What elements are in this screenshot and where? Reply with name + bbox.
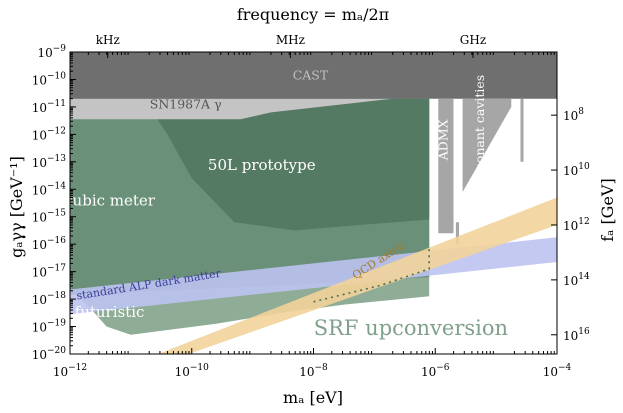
right-axis-label: fₐ [GeV] <box>598 178 617 241</box>
y-tick-label: 10−11 <box>32 99 66 115</box>
y-tick-label-base: 10 <box>32 156 47 170</box>
x-tick-label-exponent: −10 <box>190 363 209 373</box>
y-tick-label-exponent: −19 <box>47 319 66 329</box>
right-tick-label-base: 10 <box>563 329 578 343</box>
cast-label: CAST <box>293 67 329 82</box>
right-tick-label-exponent: 14 <box>578 272 590 282</box>
x-tick-label-base: 10 <box>543 365 558 379</box>
right-tick-label: 1016 <box>563 327 590 343</box>
x-tick-label: 10−6 <box>421 363 450 379</box>
right-tick-label-base: 10 <box>563 164 578 178</box>
y-tick-label-base: 10 <box>32 293 47 307</box>
y-tick-label-exponent: −20 <box>47 346 66 356</box>
y-tick-label-base: 10 <box>32 128 47 142</box>
y-tick-label-exponent: −10 <box>47 71 66 81</box>
y-tick-label-base: 10 <box>32 348 47 362</box>
y-tick-label-exponent: −18 <box>47 291 66 301</box>
y-tick-label: 10−12 <box>32 126 66 142</box>
cavity-line-region <box>520 98 524 162</box>
x-tick-label-exponent: −4 <box>558 363 572 373</box>
exclusion-regions <box>70 52 557 335</box>
sn1987a-region <box>70 98 393 120</box>
srf-upconversion-annotation: SRF upconversion <box>314 316 508 340</box>
right-tick-label-base: 10 <box>563 274 578 288</box>
x-tick-label-exponent: −12 <box>68 363 87 373</box>
theory-bands <box>70 197 557 354</box>
y-tick-label: 10−20 <box>32 346 67 362</box>
right-tick-label: 108 <box>563 107 584 123</box>
y-tick-label: 10−17 <box>32 264 67 280</box>
y-tick-label: 10−15 <box>32 209 67 225</box>
y-tick-label-exponent: −13 <box>47 154 66 164</box>
right-tick-label-exponent: 10 <box>578 162 590 172</box>
cubic-meter-label: cubic meter <box>64 192 156 210</box>
top-tick-label: GHz <box>460 33 486 47</box>
x-tick-label: 10−4 <box>543 363 572 379</box>
admx-label: ADMX <box>435 119 450 161</box>
x-tick-label: 10−10 <box>175 363 210 379</box>
right-tick-label: 1012 <box>563 217 590 233</box>
y-tick-label-exponent: −16 <box>47 236 66 246</box>
y-tick-label-base: 10 <box>32 266 47 280</box>
y-tick-label: 10−18 <box>32 291 67 307</box>
50l-prototype-label: 50L prototype <box>208 156 316 174</box>
chart-title: frequency = mₐ/2π <box>237 5 389 24</box>
right-tick-label-exponent: 16 <box>578 327 590 337</box>
cast-region <box>70 52 557 99</box>
right-tick-label-exponent: 8 <box>578 107 584 117</box>
right-tick-label-base: 10 <box>563 109 578 123</box>
right-tick-label: 1014 <box>563 272 590 288</box>
y-tick-label: 10−14 <box>32 181 67 197</box>
sn1987a-label: SN1987A γ <box>150 96 222 111</box>
y-tick-label-base: 10 <box>32 238 47 252</box>
qcd-band <box>158 197 557 354</box>
y-tick-label-base: 10 <box>37 46 52 60</box>
y-tick-label-base: 10 <box>32 101 47 115</box>
x-tick-label: 10−8 <box>299 363 328 379</box>
right-tick-label-exponent: 12 <box>578 217 589 227</box>
y-tick-label-exponent: −12 <box>47 126 66 136</box>
y-tick-label-exponent: −17 <box>47 264 66 274</box>
y-tick-label-exponent: −9 <box>53 44 67 54</box>
x-tick-label-exponent: −8 <box>315 363 329 373</box>
y-tick-label-base: 10 <box>32 211 47 225</box>
right-tick-label-base: 10 <box>563 219 578 233</box>
y-tick-label: 10−16 <box>32 236 67 252</box>
resonant-cavities-region <box>462 98 512 192</box>
y-axis-label: gₐγγ [GeV⁻¹] <box>7 156 26 258</box>
resonant-cavities-label: resonant cavities <box>472 75 487 183</box>
y-tick-label-exponent: −14 <box>47 181 66 191</box>
50l-prototype-region <box>149 98 430 231</box>
top-tick-label: MHz <box>276 33 305 47</box>
x-tick-label-base: 10 <box>421 365 436 379</box>
admx-region <box>438 98 454 234</box>
x-tick-label-exponent: −6 <box>436 363 450 373</box>
y-tick-label-exponent: −15 <box>47 209 66 219</box>
y-tick-label-base: 10 <box>32 321 47 335</box>
x-axis-label: mₐ [eV] <box>283 388 343 407</box>
y-tick-label: 10−13 <box>32 154 67 170</box>
y-tick-label: 10−10 <box>32 71 67 87</box>
x-tick-label-base: 10 <box>53 365 68 379</box>
y-tick-label: 10−9 <box>37 44 66 60</box>
x-tick-label-base: 10 <box>299 365 314 379</box>
y-tick-label-base: 10 <box>32 183 47 197</box>
y-tick-label-exponent: −11 <box>47 99 66 109</box>
top-tick-label: kHz <box>96 33 120 47</box>
y-tick-label: 10−19 <box>32 319 67 335</box>
futuristic-label: futuristic <box>75 303 145 321</box>
right-tick-label: 1010 <box>563 162 590 178</box>
y-tick-label-base: 10 <box>32 73 47 87</box>
x-tick-label: 10−12 <box>53 363 87 379</box>
x-tick-label-base: 10 <box>175 365 190 379</box>
